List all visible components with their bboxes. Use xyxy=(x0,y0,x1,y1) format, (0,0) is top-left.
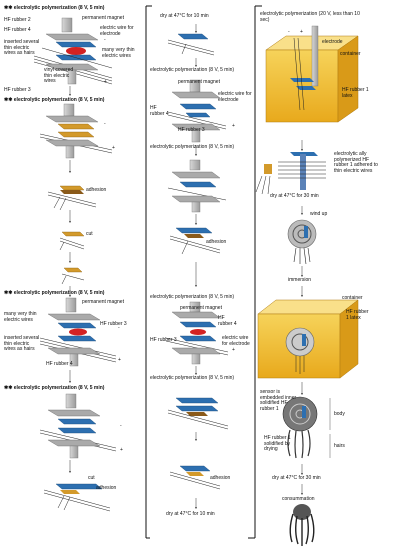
label-inserted-wires-1: inserted several thin electric wires as … xyxy=(4,39,40,57)
label-wind-up: wind up xyxy=(310,211,328,217)
label-sensor-embedded: sensor is embedded inner solidified HF r… xyxy=(260,389,297,412)
label-inserted-wires-2: inserted several thin electric wires as … xyxy=(4,335,40,353)
sign-plus-4: + xyxy=(120,447,123,453)
col2-step-assembly3 xyxy=(165,301,229,365)
label-adhesion-1: adhesion xyxy=(86,187,107,193)
col1-step3-assembly xyxy=(39,297,117,367)
col1-small-part xyxy=(61,267,85,285)
label-adhesion-3: adhesion xyxy=(206,239,227,245)
label-hf-rubber-2: HF rubber 2 xyxy=(4,17,31,23)
col2-ep-title-2: electrolytic polymerization (8 V, 5 min) xyxy=(150,144,235,150)
col2-adhesion-part xyxy=(169,227,221,255)
label-cut-2: cut xyxy=(88,475,95,481)
label-body: body xyxy=(334,411,345,417)
col3-dry-30-2: dry at 47°C for 30 min xyxy=(272,475,321,481)
col3-body xyxy=(282,396,331,459)
sign-plus-6: + xyxy=(232,347,235,353)
label-electric-wire-electrode-3: electric wire for electrode xyxy=(222,335,250,347)
sign-minus-2: - xyxy=(104,121,106,127)
label-hf-rubber-3-c: HF rubber 3 xyxy=(178,127,205,133)
label-many-thin-wires-2: many very thin electric wires xyxy=(4,311,37,323)
col2-block1 xyxy=(167,33,215,56)
label-container-1: container xyxy=(340,51,361,57)
label-adhesion-4: adhesion xyxy=(210,475,231,481)
col1-step1-title: ✱✱ electrolytic polymerization (8 V, 5 m… xyxy=(4,5,105,11)
col1-step4-title: ✱✱ electrolytic polymerization (8 V, 5 m… xyxy=(4,385,105,391)
sign-minus-3: - xyxy=(118,325,120,331)
label-hf-rubber-1-solidified: HF rubber 1 solidified by drying xyxy=(264,435,291,453)
label-hf-rubber-3-d: HF rubber 3 xyxy=(150,337,177,343)
sign-plus-7: + xyxy=(300,29,303,35)
col2-ep-title-3: electrolytic polymerization (8 V, 5 min) xyxy=(150,294,235,300)
label-hf-rubber-1-latex-2: HF rubber 1 latex xyxy=(346,309,369,321)
sign-minus-4: - xyxy=(120,423,122,429)
label-container-2: container xyxy=(342,295,363,301)
col1-step4-assembly xyxy=(39,393,117,459)
col3-final-creature xyxy=(289,504,315,546)
col1-cut-part xyxy=(59,231,85,251)
label-hf-rubber-3-b: HF rubber 3 xyxy=(100,321,127,327)
label-permanent-magnet-1: permanent magnet xyxy=(82,15,124,21)
col3-tank2 xyxy=(257,299,359,379)
label-permanent-magnet-4: permanent magnet xyxy=(180,305,222,311)
col3-side-part xyxy=(255,164,272,195)
label-permanent-magnet-2: permanent magnet xyxy=(82,299,124,305)
col3-tank1 xyxy=(265,25,359,123)
label-hf-rubber-4: HF rubber 4 xyxy=(4,27,31,33)
col2-ep-title-4: electrolytic polymerization (8 V, 5 min) xyxy=(150,375,235,381)
col2-stack-part xyxy=(167,397,229,430)
sign-minus-7: - xyxy=(288,29,290,35)
col1-step2-assembly xyxy=(39,103,113,159)
label-electric-wire-electrode-1: electric wire for electrode xyxy=(100,25,134,37)
label-cut-1: cut xyxy=(86,231,93,237)
label-consummation: consummation xyxy=(282,496,315,502)
col1-step3-title: ✱✱ electrolytic polymerization (8 V, 5 m… xyxy=(4,290,105,296)
label-hf-rubber-3: HF rubber 3 xyxy=(4,87,31,93)
label-hf-rubber-4-b: HF rubber 4 xyxy=(46,361,73,367)
col1-adhesion-part xyxy=(47,185,97,211)
sign-plus-3: + xyxy=(118,357,121,363)
label-hf-3: HF xyxy=(218,315,225,321)
col3-coated-part xyxy=(278,152,326,190)
col2-step-assembly1 xyxy=(167,79,227,143)
label-many-thin-wires-1: many very thin electric wires xyxy=(102,47,135,59)
col1-step2-title: ✱✱ electrolytic polymerization (8 V, 5 m… xyxy=(4,97,105,103)
label-electric-wire-electrode-2: electric wire for electrode xyxy=(218,91,252,103)
label-rubber-4-3: rubber 4 xyxy=(218,321,237,327)
label-immersion: immersion xyxy=(288,277,312,283)
col3-dry-30-1: dry at 47°C for 30 min xyxy=(270,193,319,199)
sign-plus-1: + xyxy=(104,79,107,85)
col1-final-part xyxy=(43,483,111,512)
col3-wound-part xyxy=(287,219,317,265)
label-hf-rubber-1-latex-1: HF rubber 1 latex xyxy=(342,87,369,99)
label-vinyl-covered: vinyl covered thin electric wires xyxy=(44,67,74,85)
sign-plus-2: + xyxy=(112,145,115,151)
col2-adhesion-part2 xyxy=(169,465,221,490)
col1-step1-assembly xyxy=(33,17,113,85)
label-electrode: electrode xyxy=(322,39,343,45)
col2-ep-title-1: electrolytic polymerization (8 V, 5 min) xyxy=(150,67,235,73)
sign-plus-5: + xyxy=(232,123,235,129)
label-hf-2: HF xyxy=(150,105,157,111)
col2-dry-10-2: dry at 47°C for 10 min xyxy=(166,511,215,517)
col2-step-assembly2 xyxy=(167,159,227,213)
sign-minus-1: - xyxy=(104,37,106,43)
col2-dry-10-1: dry at 47°C for 10 min xyxy=(160,13,209,19)
label-permanent-magnet-3: permanent magnet xyxy=(178,79,220,85)
label-hairs: hairs xyxy=(334,443,345,449)
label-electrolytically-polymerized: electrolytic ally polymerized HF rubber … xyxy=(334,151,378,174)
label-adhesion-2: adhesion xyxy=(96,485,117,491)
label-rubber-4-2: rubber 4 xyxy=(150,111,169,117)
col3-ep-20v-title: electrolytic polymerization (20 V, less … xyxy=(260,11,360,23)
